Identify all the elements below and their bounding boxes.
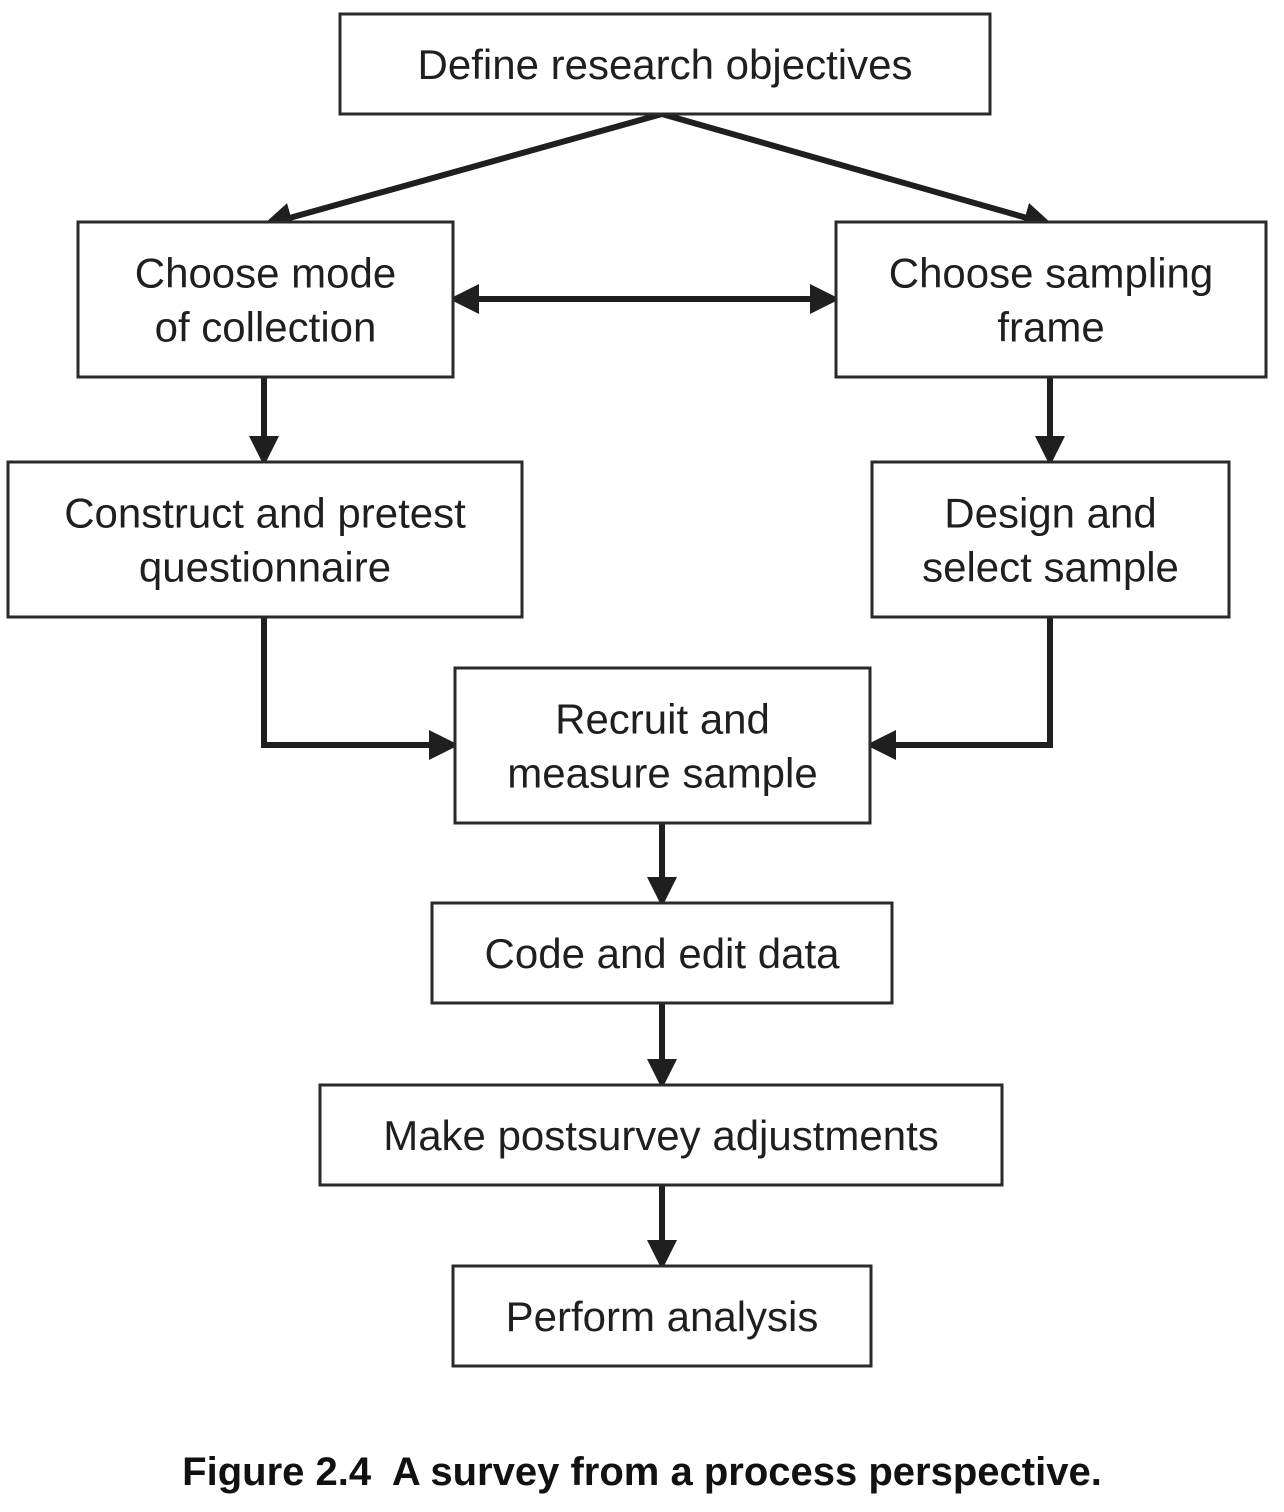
node-define-box <box>338 12 992 116</box>
node-construct-box <box>6 460 524 619</box>
node-design-label-line-2: select sample <box>922 544 1179 591</box>
arrow-define-to-frame <box>661 111 1054 232</box>
node-frame: Choose sampling frame <box>834 220 1268 379</box>
arrow-design-to-recruit <box>866 618 1053 760</box>
node-construct: Construct and pretest questionnaire <box>6 460 524 619</box>
node-code: Code and edit data <box>430 901 894 1005</box>
node-mode: Choose mode of collection <box>76 220 455 379</box>
node-construct-label-line-2: questionnaire <box>139 544 391 591</box>
node-analysis-box <box>451 1264 873 1368</box>
node-define-label-line-1: Define research objectives <box>418 41 913 88</box>
node-adjust-box <box>318 1083 1004 1187</box>
figure-caption: Figure 2.4 A survey from a process persp… <box>182 1450 1102 1494</box>
node-analysis-label-line-1: Perform analysis <box>506 1293 819 1340</box>
node-frame-label-line-1: Choose sampling <box>889 250 1214 297</box>
node-adjust-label-line-1: Make postsurvey adjustments <box>383 1112 939 1159</box>
node-code-box <box>430 901 894 1005</box>
node-design-box <box>870 460 1231 619</box>
arrow-define-to-mode <box>262 111 663 232</box>
node-recruit-label-line-1: Recruit and <box>555 696 770 743</box>
arrow-construct-to-recruit <box>261 618 459 760</box>
node-recruit-label-line-2: measure sample <box>507 750 817 797</box>
node-recruit-box <box>453 666 872 825</box>
node-mode-label-line-1: Choose mode <box>135 250 397 297</box>
node-analysis: Perform analysis <box>451 1264 873 1368</box>
node-define: Define research objectives <box>338 12 992 116</box>
node-mode-box <box>76 220 455 379</box>
node-frame-label-line-2: frame <box>997 304 1104 351</box>
node-frame-box <box>834 220 1268 379</box>
node-code-label-line-1: Code and edit data <box>485 930 841 977</box>
node-adjust: Make postsurvey adjustments <box>318 1083 1004 1187</box>
node-design-label-line-1: Design and <box>944 490 1156 537</box>
node-construct-label-line-1: Construct and pretest <box>64 490 466 537</box>
node-design: Design and select sample <box>870 460 1231 619</box>
node-mode-label-line-2: of collection <box>155 304 377 351</box>
node-recruit: Recruit and measure sample <box>453 666 872 825</box>
